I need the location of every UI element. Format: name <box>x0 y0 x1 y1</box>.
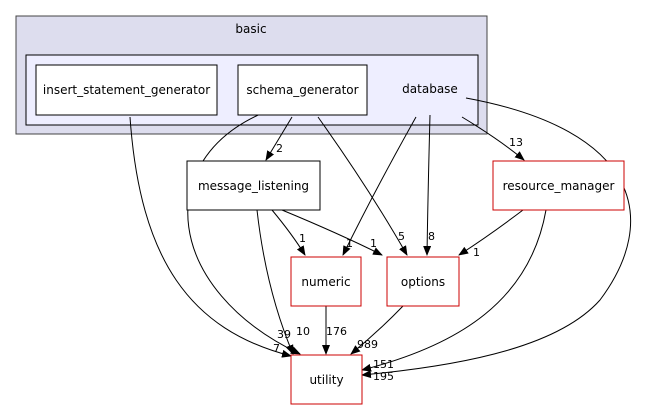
label-database-options: 8 <box>428 230 435 243</box>
edge-insert-utility <box>129 116 292 358</box>
edge-message-options <box>281 209 383 256</box>
node-message-listening[interactable]: message_listening <box>186 160 321 211</box>
edge-message-utility <box>256 209 294 355</box>
label-schema-message: 2 <box>276 142 283 155</box>
node-numeric[interactable]: numeric <box>290 256 362 307</box>
cluster-basic-label: basic <box>235 22 266 36</box>
node-numeric-label: numeric <box>301 275 350 289</box>
node-resource-manager[interactable]: resource_manager <box>492 160 625 211</box>
node-utility[interactable]: utility <box>290 354 363 405</box>
edge-schema-utility <box>187 111 301 355</box>
label-database-resource: 13 <box>509 136 523 149</box>
edge-schema-options <box>317 116 408 256</box>
node-options-box <box>386 256 460 307</box>
edge-resource-options <box>458 209 524 256</box>
edge-database-options <box>423 114 432 256</box>
edges <box>129 97 631 379</box>
label-message-utility: 10 <box>296 325 310 338</box>
edge-database-utility <box>361 97 631 379</box>
node-message-listening-box <box>186 160 321 211</box>
node-numeric-box <box>290 256 362 307</box>
node-resource-manager-box <box>492 160 625 211</box>
edge-resource-utility <box>361 209 547 372</box>
node-utility-box <box>290 354 363 405</box>
label-message-options: 1 <box>370 237 377 250</box>
node-insert-statement-generator[interactable]: insert_statement_generator <box>35 64 218 116</box>
node-utility-label: utility <box>309 373 343 387</box>
node-message-listening-label: message_listening <box>198 179 309 193</box>
label-database-utility: 195 <box>373 370 394 383</box>
node-insert-statement-generator-box <box>35 64 218 116</box>
label-schema-utility: 39 <box>277 328 291 341</box>
edge-schema-message <box>265 116 293 161</box>
node-schema-generator-box <box>237 64 368 116</box>
edge-database-resource <box>461 116 525 161</box>
node-insert-statement-generator-label: insert_statement_generator <box>43 83 210 97</box>
node-options-label: options <box>401 275 445 289</box>
label-message-numeric: 1 <box>299 232 306 245</box>
label-resource-utility: 151 <box>373 358 394 371</box>
cluster-database-label: database <box>402 82 458 96</box>
edge-labels: 2 13 1 1 1 5 8 1 7 39 10 176 989 151 195 <box>273 136 523 383</box>
edge-database-numeric <box>342 116 417 256</box>
edge-message-numeric <box>271 209 306 256</box>
edge-options-utility <box>350 304 405 355</box>
node-schema-generator-label: schema_generator <box>246 83 358 97</box>
label-options-utility: 989 <box>357 338 378 351</box>
label-insert-utility: 7 <box>273 342 280 355</box>
label-schema-options: 5 <box>398 230 405 243</box>
node-schema-generator[interactable]: schema_generator <box>237 64 368 116</box>
node-resource-manager-label: resource_manager <box>503 179 615 193</box>
label-numeric-utility: 176 <box>326 325 347 338</box>
label-resource-options: 1 <box>473 246 480 259</box>
label-database-numeric: 1 <box>346 237 353 250</box>
node-options[interactable]: options <box>386 256 460 307</box>
